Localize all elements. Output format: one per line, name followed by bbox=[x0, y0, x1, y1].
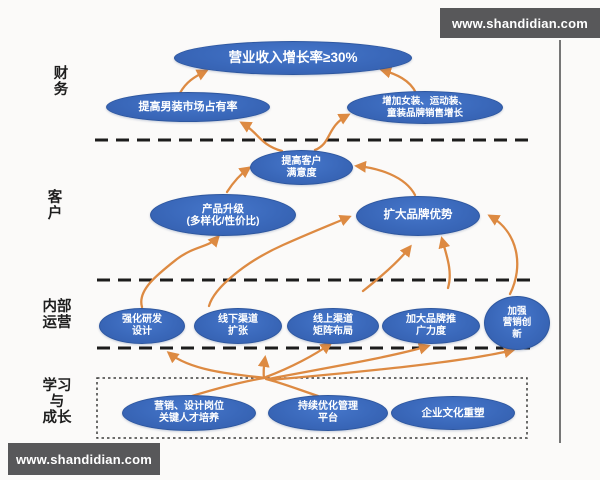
arrow-learning-to-online bbox=[264, 342, 333, 379]
node-revenue-text: 营业收入增长率≥30% bbox=[228, 50, 358, 66]
node-promo[interactable]: 加大品牌推 广力度 bbox=[382, 308, 480, 344]
arrow-learning-to-offline bbox=[257, 355, 270, 380]
node-satisfaction[interactable]: 提高客户 满意度 bbox=[250, 150, 353, 185]
perspective-learning-label: 学习 与 成长 bbox=[42, 378, 72, 427]
arrow-rd-to-upgrade bbox=[140, 234, 221, 309]
perspective-finance-label: 财 务 bbox=[53, 66, 69, 99]
arrow-innovation-to-brand bbox=[487, 214, 519, 296]
arrow-learning-to-promo bbox=[266, 342, 431, 381]
arrow-online-to-brand bbox=[361, 244, 412, 293]
node-talent[interactable]: 营销、设计岗位 关键人才培养 bbox=[122, 395, 256, 431]
node-rd[interactable]: 强化研发 设计 bbox=[99, 308, 185, 344]
node-online[interactable]: 线上渠道 矩阵布局 bbox=[287, 308, 379, 344]
arrow-womens-to-revenue bbox=[379, 66, 418, 95]
node-innovation[interactable]: 加强 营销创 新 bbox=[484, 296, 550, 350]
node-offline[interactable]: 线下渠道 扩张 bbox=[194, 308, 282, 344]
node-mens[interactable]: 提高男装市场占有率 bbox=[106, 92, 270, 122]
watermark-top: www.shandidian.com bbox=[440, 8, 600, 38]
arrow-promo-to-brand bbox=[438, 236, 451, 290]
node-revenue[interactable]: 营业收入增长率≥30% bbox=[174, 41, 412, 75]
arrow-satisfaction-to-mens bbox=[239, 121, 284, 153]
arrow-offline-to-brand bbox=[207, 215, 352, 308]
arrow-tail-talent bbox=[190, 376, 266, 398]
arrow-learning-to-rd bbox=[166, 351, 268, 380]
arrow-tail-platform bbox=[264, 377, 320, 398]
node-brand[interactable]: 扩大品牌优势 bbox=[356, 196, 480, 236]
arrow-mens-to-revenue bbox=[178, 69, 209, 95]
node-upgrade[interactable]: 产品升级 (多样化/性价比) bbox=[150, 194, 296, 236]
perspective-internal-label: 内部 运营 bbox=[42, 299, 72, 332]
arrow-brand-to-satisfaction bbox=[354, 160, 417, 197]
node-womens[interactable]: 增加女装、运动装、 童装品牌销售增长 bbox=[347, 91, 503, 124]
arrow-satisfaction-to-womens bbox=[313, 113, 351, 152]
arrow-learning-to-innovation bbox=[268, 346, 516, 382]
node-mens-text: 提高男装市场占有率 bbox=[138, 100, 238, 113]
watermark-bottom: www.shandidian.com bbox=[8, 443, 160, 475]
arrow-upgrade-to-satisfaction bbox=[225, 166, 252, 194]
perspective-customer-label: 客 户 bbox=[47, 190, 63, 223]
learning-group-box bbox=[96, 377, 528, 439]
node-platform[interactable]: 持续优化管理 平台 bbox=[268, 395, 388, 431]
node-culture[interactable]: 企业文化重塑 bbox=[391, 396, 515, 430]
